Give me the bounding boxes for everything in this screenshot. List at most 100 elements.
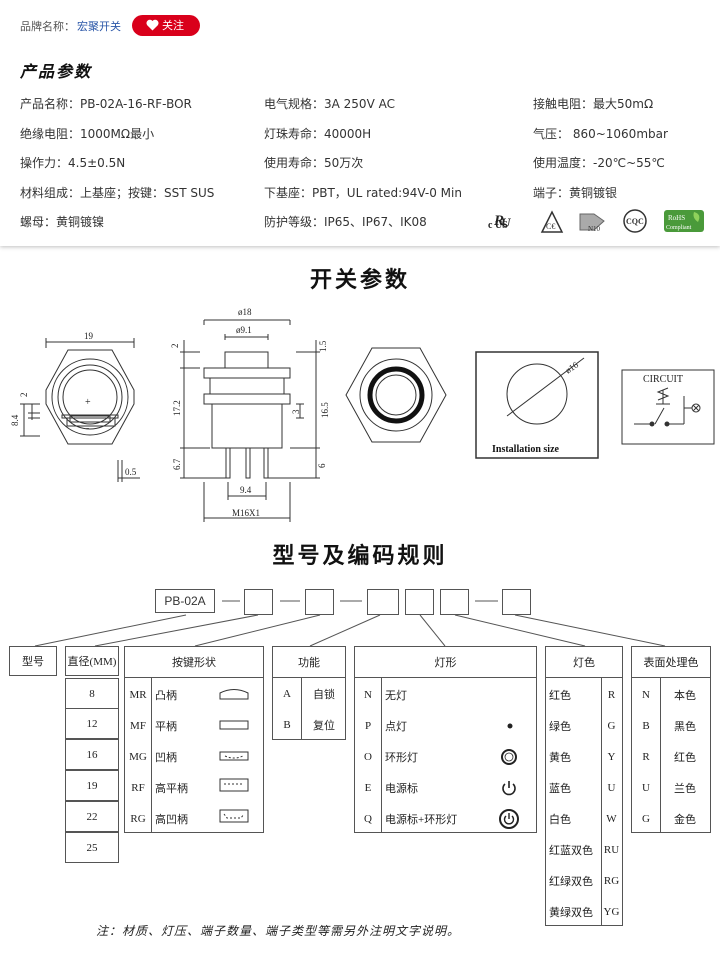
lamp-name: 电源标 <box>385 783 418 795</box>
convex-button-icon <box>219 689 249 700</box>
svg-text:1.5: 1.5 <box>318 340 328 352</box>
svg-text:9.4: 9.4 <box>240 485 252 495</box>
front-view-drawing: 19 + - 8.4 2 0.5 <box>10 331 140 482</box>
param-base: 下基座：PBT，UL rated:94V-0 Min <box>264 186 462 200</box>
ce-triangle-cert-icon: C€ <box>540 210 564 233</box>
code-connectors <box>34 600 666 647</box>
surface-name: 兰色 <box>674 783 696 795</box>
button-name: 高凹柄 <box>155 814 188 826</box>
lamp-code: Q <box>364 812 372 825</box>
color-name: 红绿双色 <box>549 876 593 888</box>
param-electrical: 电气规格：3A 250V AC <box>264 97 395 111</box>
lamp-name: 电源标+环形灯 <box>385 814 458 826</box>
button-code: MR <box>129 688 147 701</box>
svg-text:ø18: ø18 <box>238 307 252 317</box>
param-lamp-life: 灯珠寿命：40000H <box>264 127 372 141</box>
param-contact-resistance: 接触电阻：最大50mΩ <box>533 97 654 111</box>
param-pressure: 气压： 860~1060mbar <box>533 127 668 141</box>
svg-text:M16X1: M16X1 <box>232 508 260 518</box>
button-name: 平柄 <box>155 721 177 733</box>
svg-text:RoHS: RoHS <box>668 214 685 222</box>
color-code: YG <box>603 905 620 918</box>
surface-code: R <box>642 750 650 763</box>
code-slot-lamp <box>405 589 434 615</box>
function-code: B <box>283 718 291 731</box>
power-symbol-icon <box>502 781 516 796</box>
color-name: 白色 <box>549 814 571 826</box>
svg-text:Installation size: Installation size <box>492 444 560 455</box>
svg-text:19: 19 <box>84 331 94 341</box>
svg-text:CIRCUIT: CIRCUIT <box>643 374 683 385</box>
surface-finish-table: 表面处理色 N 本色 B 黑色 R 红色 U 兰色 G 金色 <box>631 646 711 833</box>
surface-name: 红色 <box>674 752 696 764</box>
svg-text:c US: c US <box>488 220 508 231</box>
button-name: 凸柄 <box>155 690 177 702</box>
model-label-box: 型号 <box>9 646 57 676</box>
svg-text:2: 2 <box>170 344 180 349</box>
color-code: RG <box>603 874 620 887</box>
param-life: 使用寿命：50万次 <box>264 156 364 170</box>
function-header: 功能 <box>273 647 345 678</box>
coding-rules-title: 型号及编码规则 <box>272 544 448 569</box>
switch-drawings: 19 + - 8.4 2 0.5 ø18 ø9.1 <box>10 307 715 522</box>
button-shape-table: 按键形状 MR 凸柄 MF 平柄 MG 凹柄 RF 高平柄 RG 高凹柄 <box>124 646 264 833</box>
lamp-name: 无灯 <box>385 690 407 702</box>
svg-text:16.5: 16.5 <box>320 402 330 418</box>
svg-text:6.7: 6.7 <box>172 458 182 470</box>
lamp-color-header: 灯色 <box>546 647 622 678</box>
surface-code: G <box>642 812 650 825</box>
svg-text:ø9.1: ø9.1 <box>236 325 252 335</box>
button-name: 凹柄 <box>155 752 177 764</box>
surface-code: N <box>642 688 650 701</box>
button-shape-header: 按键形状 <box>125 647 263 678</box>
surface-code: U <box>642 781 650 794</box>
diameter-value: 22 <box>65 801 119 832</box>
function-name: 复位 <box>313 720 335 732</box>
function-code: A <box>283 687 291 700</box>
lamp-code: N <box>364 688 372 701</box>
brand-name-link[interactable]: 宏聚开关 <box>77 20 121 33</box>
svg-text:U: U <box>501 215 511 230</box>
cqc-cert-icon: CQC <box>623 209 647 233</box>
svg-text:8.4: 8.4 <box>10 414 20 426</box>
circuit-diagram: CIRCUIT <box>621 369 715 445</box>
diameter-value: 16 <box>65 739 119 770</box>
color-code: Y <box>607 750 616 763</box>
diameter-value: 25 <box>65 832 119 863</box>
brand-line: 品牌名称：宏聚开关 <box>20 18 121 34</box>
svg-text:17.2: 17.2 <box>172 400 182 416</box>
color-name: 红蓝双色 <box>549 845 593 857</box>
svg-text:R: R <box>493 213 504 229</box>
color-name: 黄色 <box>549 752 571 764</box>
power-ring-icon <box>499 809 519 829</box>
surface-name: 黑色 <box>674 721 696 733</box>
lamp-code: P <box>364 719 372 732</box>
svg-text:6: 6 <box>317 463 327 468</box>
surface-finish-header: 表面处理色 <box>632 647 710 678</box>
function-table: 功能 A 自锁 B 复位 <box>272 646 346 740</box>
code-slot-function <box>367 589 399 615</box>
ul-cert-icon: c US R U <box>488 213 511 231</box>
switch-params-title: 开关参数 <box>309 268 410 293</box>
svg-text:+: + <box>85 397 91 408</box>
param-material: 材料组成：上基座；按键：SST SUS <box>20 186 215 200</box>
top-view-drawing <box>345 347 447 443</box>
color-name: 黄绿双色 <box>549 907 593 919</box>
n10-cert-icon: N10 <box>579 213 605 233</box>
svg-text:CQC: CQC <box>626 217 644 226</box>
lamp-code: O <box>364 750 372 763</box>
svg-text:C€: C€ <box>546 222 555 231</box>
ring-lamp-icon <box>501 749 517 765</box>
color-name: 红色 <box>549 690 571 702</box>
follow-button[interactable]: 关注 <box>132 15 200 36</box>
dot-lamp-icon <box>507 723 513 729</box>
lamp-name: 环形灯 <box>385 752 418 764</box>
svg-text:2: 2 <box>19 393 29 398</box>
lamp-name: 点灯 <box>385 721 407 733</box>
flat-button-icon <box>219 720 249 730</box>
lamp-color-table: 灯色 红色 R 绿色 G 黄色 Y 蓝色 U 白色 W 红蓝双色 RU 红绿双色… <box>545 646 623 926</box>
high-flat-button-icon <box>219 778 249 792</box>
cert-logos: c US R U C€ N10 CQC RoHS Compliant <box>488 209 704 233</box>
product-info-card: 品牌名称：宏聚开关 关注 产品参数 产品名称：PB-02A-16-RF-BOR … <box>0 0 720 246</box>
installation-size-drawing: ø16 Installation size <box>475 351 599 459</box>
